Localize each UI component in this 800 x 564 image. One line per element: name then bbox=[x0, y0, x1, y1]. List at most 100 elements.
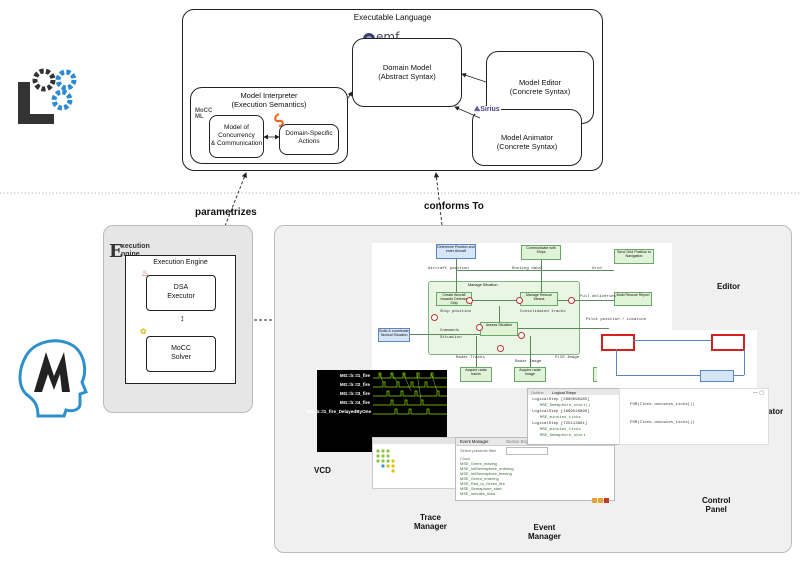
interpreter-line2: (Execution Semantics) bbox=[231, 100, 307, 110]
port bbox=[476, 324, 483, 331]
code-view: — ▢ FSM(Clock->minutes_ticks()) FSM(Cloc… bbox=[619, 388, 769, 445]
interpreter-line1: Model Interpreter bbox=[240, 91, 298, 100]
anim-state-2 bbox=[711, 334, 745, 351]
interpreter-to-domain-arrow bbox=[347, 91, 353, 99]
window-controls[interactable]: — ▢ bbox=[752, 390, 764, 396]
port bbox=[497, 345, 504, 352]
node-build-coordinate: Build & coordinate Tactical Situation bbox=[378, 328, 410, 342]
wire-label: Consolidated tracks bbox=[520, 310, 566, 314]
control-panel-label: Control Panel bbox=[702, 496, 730, 514]
mocc-solver-icon: ✿ bbox=[140, 327, 147, 336]
logical-step[interactable]: LogicalStep [725113961] bbox=[532, 422, 588, 426]
tab-logical-steps[interactable]: Logical Steps bbox=[552, 390, 577, 395]
step-event: MSE_Semaphore_start() bbox=[540, 404, 591, 408]
tab-event-manager[interactable]: Event Manager bbox=[460, 439, 489, 444]
head-logo bbox=[10, 330, 90, 427]
conforms-arrow bbox=[433, 172, 443, 226]
event-item[interactable]: MSE_Green_leaving bbox=[460, 461, 497, 466]
parametrizes-label: parametrizes bbox=[195, 207, 257, 218]
node-assess-situation: Assess Situation bbox=[480, 322, 518, 336]
port bbox=[518, 332, 525, 339]
wire bbox=[530, 336, 531, 367]
dsa-mocc-arrow: ↕ bbox=[180, 313, 185, 323]
domain-model-line2: (Abstract Syntax) bbox=[378, 72, 436, 82]
wire-label: Radar Tracks bbox=[456, 356, 485, 360]
domain-model-label: Domain Model (Abstract Syntax) bbox=[353, 63, 461, 82]
node-send-grid: Send Grid Position to Navigation bbox=[614, 249, 654, 264]
event-manager-label: Event Manager bbox=[528, 523, 561, 541]
port bbox=[466, 297, 473, 304]
domain-model-box: Domain Model (Abstract Syntax) bbox=[352, 38, 462, 107]
stop-button-icon[interactable] bbox=[604, 498, 609, 503]
vcd-signal-label: MG::b::t2_fire bbox=[339, 382, 370, 387]
vcd-signal-label: MG::b::t3_fire bbox=[339, 391, 370, 396]
logical-step[interactable]: LogicalStep [1869528890] bbox=[532, 410, 590, 414]
sirius-label: Sirius bbox=[480, 106, 500, 113]
event-item[interactable]: MSE_Green_entering bbox=[460, 476, 499, 481]
model-editor-label: Model Editor (Concrete Syntax) bbox=[487, 78, 593, 97]
step-button-icon[interactable] bbox=[592, 498, 597, 503]
wire-label: Full deliveries bbox=[580, 295, 617, 299]
moccml-label: MoCC ML bbox=[195, 108, 213, 120]
vcd-signal-label: MG::b::t1_fire_DelayedByOne bbox=[305, 409, 371, 414]
port bbox=[568, 297, 575, 304]
wire-label: FLIR Image bbox=[555, 356, 580, 360]
model-animator-label: Model Animator (Concrete Syntax) bbox=[473, 133, 581, 152]
event-item[interactable]: MSE_minutes_ticks bbox=[460, 491, 496, 496]
anim-wire bbox=[616, 375, 700, 376]
editor-to-domain-arrow bbox=[461, 72, 487, 83]
executable-language-title: Executable Language bbox=[353, 13, 432, 22]
event-item[interactable]: MSE_InitSemaphore_leaving bbox=[460, 471, 512, 476]
steps-tabbar: Outline Logical Steps bbox=[528, 389, 620, 395]
model-editor-line2: (Concrete Syntax) bbox=[509, 87, 571, 97]
node-acquire-radar-image: Acquire radar image bbox=[514, 367, 546, 382]
vcd-signal-label: MG::b::t1_fire bbox=[339, 373, 370, 378]
wire bbox=[558, 300, 614, 301]
step-back-button-icon[interactable] bbox=[598, 498, 603, 503]
sirius-icon: ⟁ bbox=[474, 106, 481, 113]
node-determine-position: Determine Position and enter Aircraft bbox=[436, 244, 476, 259]
vcd-waveforms bbox=[373, 372, 447, 415]
interpreter-label: Model Interpreter (Execution Semantics) bbox=[191, 91, 347, 110]
event-item[interactable]: MSE_Red_to_Green_fire bbox=[460, 481, 505, 486]
event-item[interactable]: MSE_Semaphore_start bbox=[460, 486, 502, 491]
vcd-label: VCD bbox=[314, 466, 331, 475]
moc-line3: & Communication bbox=[210, 140, 263, 148]
clock-label: Clock bbox=[460, 456, 471, 461]
event-manager-line1: Event bbox=[533, 523, 556, 532]
dsa-line2: Actions bbox=[298, 138, 320, 146]
model-editor-line1: Model Editor bbox=[518, 78, 562, 87]
dsa-executor-label: DSA Executor bbox=[147, 284, 215, 302]
animator-to-domain-arrow bbox=[454, 106, 481, 119]
dsa-line1: Domain-Specific bbox=[285, 130, 333, 137]
tab-outline[interactable]: Outline bbox=[531, 390, 544, 395]
node-manage-rescue: Manage Rescue Means bbox=[520, 292, 558, 306]
wire bbox=[456, 270, 614, 271]
moccml-logo: MoCC ML bbox=[195, 108, 213, 120]
language-gears-logo bbox=[14, 62, 84, 135]
gears-icon bbox=[18, 68, 77, 124]
dsa-executor-line2: Executor bbox=[167, 292, 195, 300]
mocc-solver-line2: Solver bbox=[171, 353, 191, 361]
wire-label: Grid bbox=[592, 267, 602, 271]
trace-manager-view bbox=[372, 437, 459, 489]
anim-wire bbox=[616, 349, 617, 375]
moc-box: Model of Concurrency & Communication bbox=[209, 115, 264, 158]
wire-label: Ship position bbox=[440, 310, 472, 314]
node-build-rescue: Build Rescue Report bbox=[614, 292, 652, 306]
event-item[interactable]: MSE_InitSemaphore_entering bbox=[460, 466, 514, 471]
conforms-to-label: conforms To bbox=[424, 201, 484, 212]
engine-logo-line2: ngine bbox=[121, 251, 140, 258]
logical-step[interactable]: LogicalStep [2890096485] bbox=[532, 398, 590, 402]
wire bbox=[410, 334, 480, 335]
filter-select[interactable] bbox=[506, 447, 548, 455]
trace-toolbar bbox=[373, 438, 458, 444]
dsa-executor-line1: DSA bbox=[173, 284, 189, 291]
model-animator-line1: Model Animator bbox=[500, 133, 554, 142]
wire bbox=[476, 336, 477, 367]
wire bbox=[499, 306, 500, 322]
wire bbox=[472, 300, 520, 301]
anim-state-1 bbox=[601, 334, 635, 351]
java-icon: ♨ bbox=[141, 268, 150, 278]
wire-label: Pilot position / Location bbox=[586, 318, 647, 322]
